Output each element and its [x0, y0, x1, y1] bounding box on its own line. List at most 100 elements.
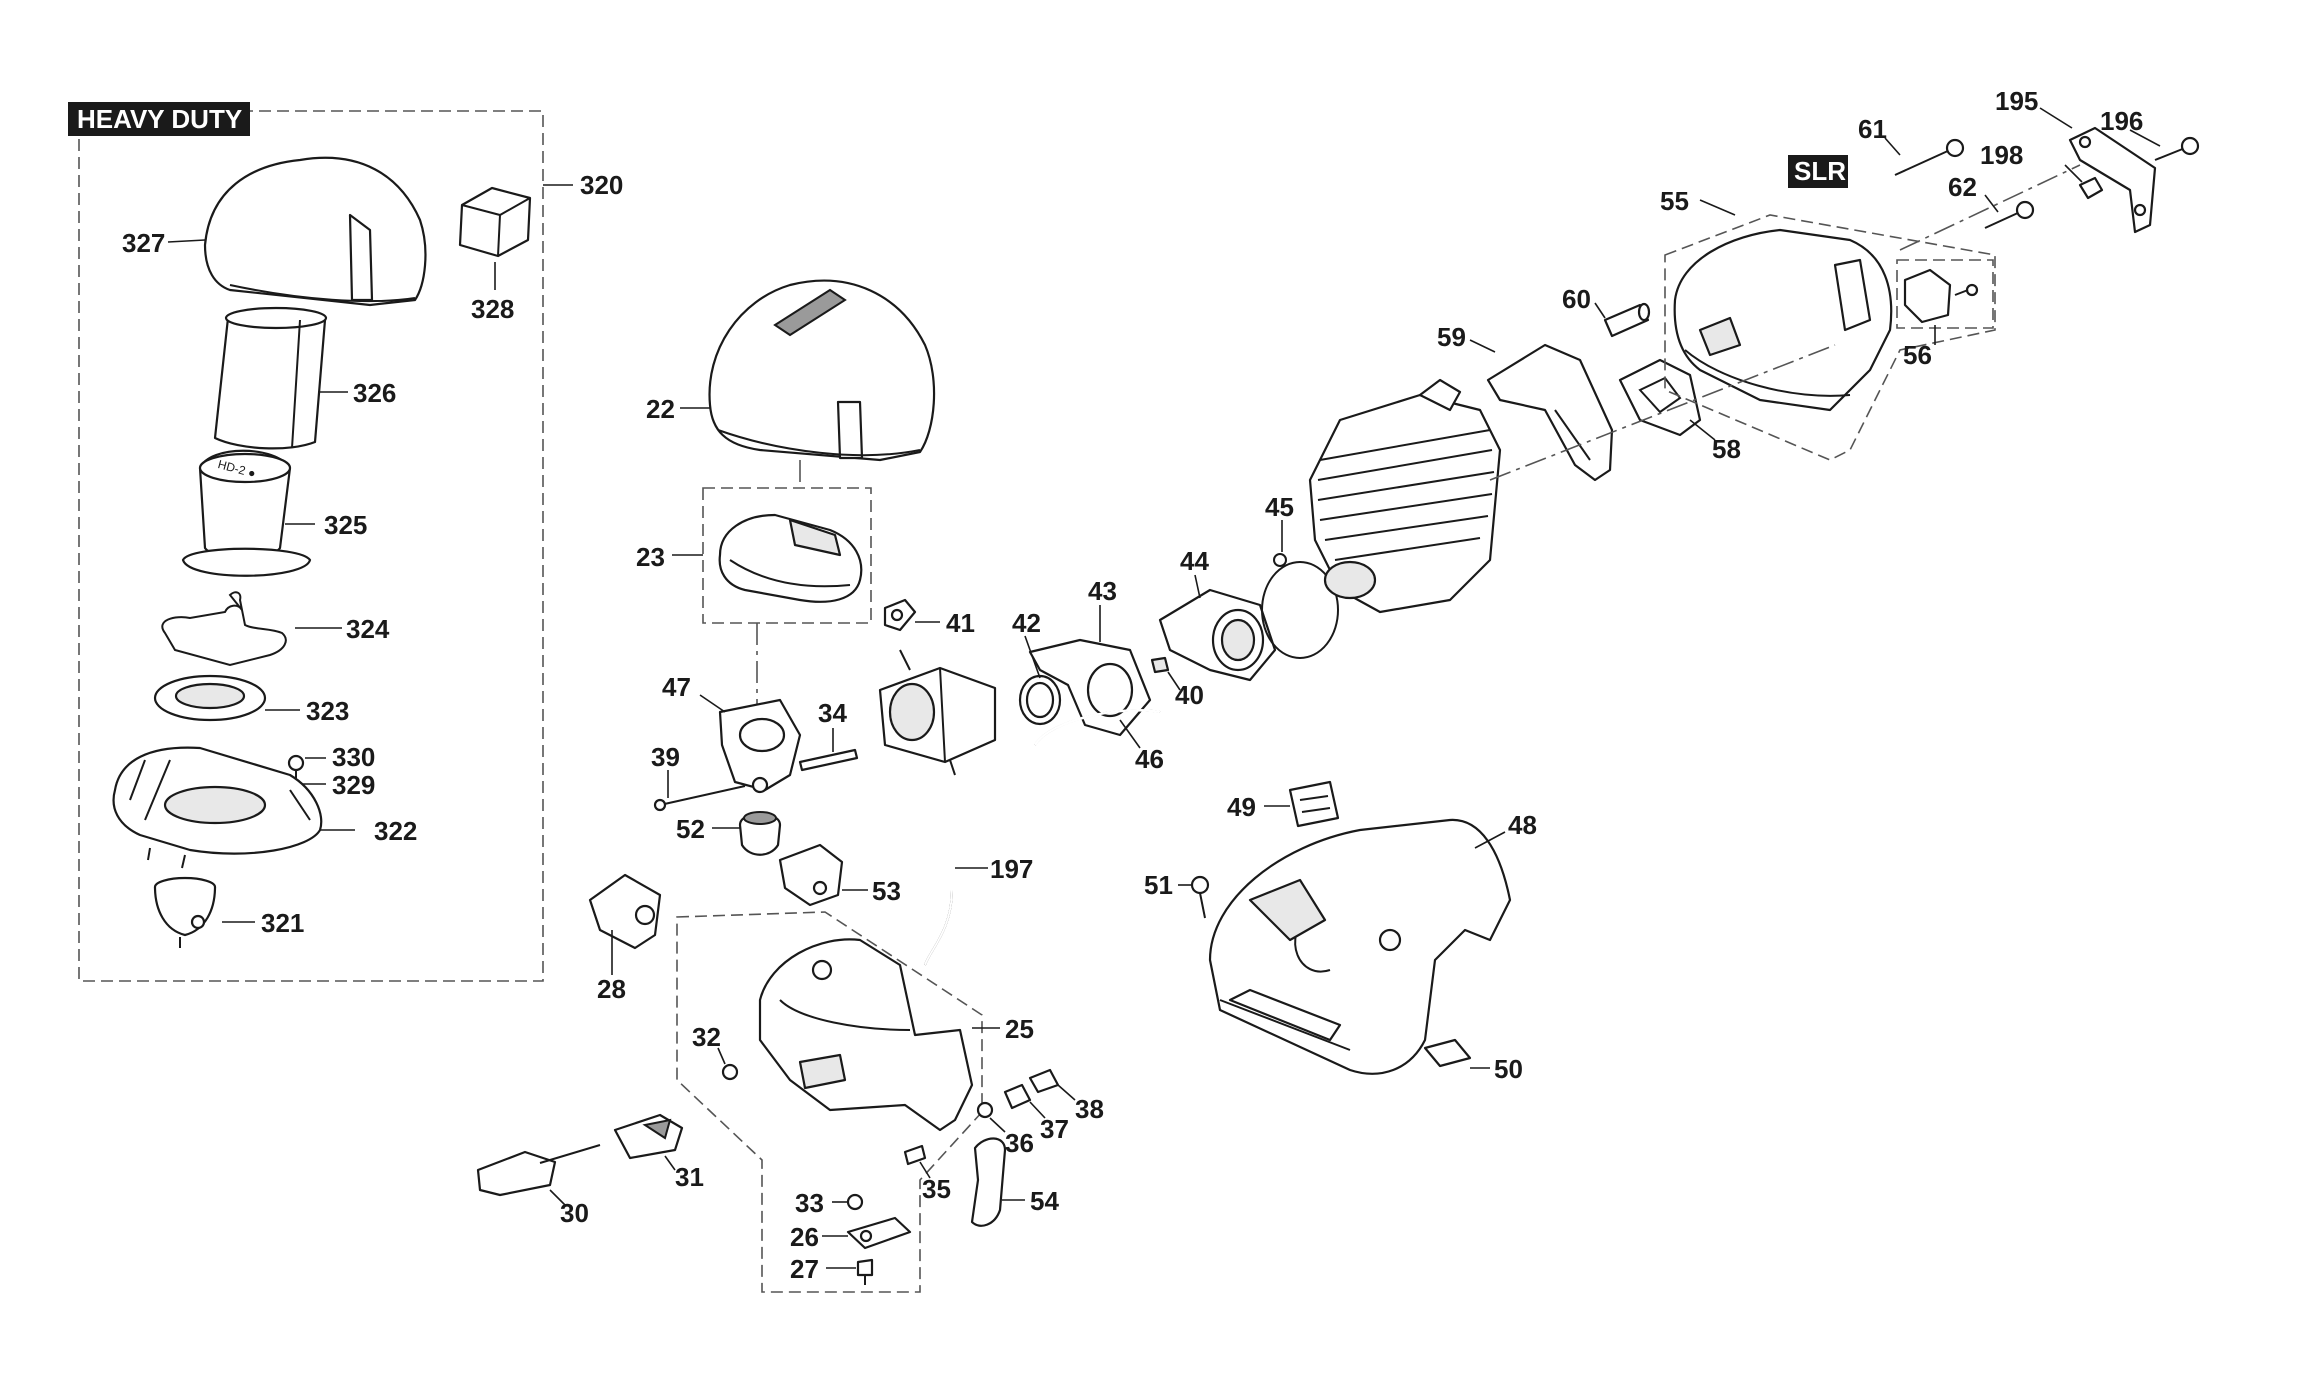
label-60: 60 [1562, 284, 1591, 314]
part-49-gasket[interactable] [1288, 780, 1340, 828]
part-46-impulse-hose[interactable] [1033, 709, 1161, 746]
part-198-nut[interactable] [2078, 176, 2104, 200]
part-36-nut[interactable] [976, 1101, 994, 1119]
part-22-filter-cover[interactable] [708, 279, 936, 462]
part-25-bottom-housing[interactable] [758, 938, 974, 1132]
label-44: 44 [1180, 546, 1209, 576]
label-197: 197 [990, 854, 1033, 884]
label-45: 45 [1265, 492, 1294, 522]
label-330: 330 [332, 742, 375, 772]
label-46: 46 [1135, 744, 1164, 774]
cylinder[interactable] [1308, 378, 1502, 614]
part-47-throttle-housing[interactable] [718, 698, 802, 794]
part-55-muffler[interactable] [1673, 228, 1893, 412]
part-195-bracket[interactable] [2068, 126, 2157, 234]
part-40-nut[interactable] [1150, 656, 1170, 674]
part-53-bracket[interactable] [778, 843, 844, 907]
engine-group: 59 60 58 55 SLR [1308, 86, 2200, 614]
label-36: 36 [1005, 1128, 1034, 1158]
heavy-duty-tag: HEAVY DUTY [77, 104, 242, 134]
part-28-mount[interactable] [588, 873, 662, 950]
part-26-plate[interactable] [846, 1216, 912, 1250]
part-58-gasket[interactable] [1618, 358, 1702, 437]
part-23-filter-housing[interactable] [718, 513, 863, 603]
part-34-pin[interactable] [798, 748, 859, 772]
label-25: 25 [1005, 1014, 1034, 1044]
part-37-clip[interactable] [1003, 1083, 1032, 1110]
label-325: 325 [324, 510, 367, 540]
label-323: 323 [306, 696, 349, 726]
part-52-av-mount[interactable] [738, 811, 782, 856]
label-320: 320 [580, 170, 623, 200]
part-33-grommet[interactable] [846, 1193, 864, 1211]
heavy-duty-kit-frame [78, 110, 544, 982]
label-61: 61 [1858, 114, 1887, 144]
part-30-trigger[interactable] [476, 1144, 601, 1197]
part-324-gasket[interactable] [161, 591, 287, 667]
part-60-sleeve[interactable] [1603, 302, 1651, 338]
part-38-clip[interactable] [1028, 1068, 1060, 1094]
label-43: 43 [1088, 576, 1117, 606]
slr-tag-bg [1788, 155, 1848, 188]
part-326-prefilter-sleeve[interactable] [213, 306, 328, 450]
label-32: 32 [692, 1022, 721, 1052]
label-38: 38 [1075, 1094, 1104, 1124]
label-51: 51 [1144, 870, 1173, 900]
label-30: 30 [560, 1198, 589, 1228]
part-42-ring[interactable] [1018, 674, 1062, 726]
label-49: 49 [1227, 792, 1256, 822]
part-325-filter-element[interactable]: HD-2 ● [181, 449, 312, 577]
part-44-intake-manifold[interactable] [1158, 588, 1277, 682]
label-47: 47 [662, 672, 691, 702]
part-48-shroud[interactable] [1208, 818, 1512, 1075]
part-322-base-plate[interactable] [112, 746, 323, 869]
part-323-filter-base[interactable] [153, 674, 267, 722]
part-51-screw[interactable] [1190, 875, 1210, 919]
label-58: 58 [1712, 434, 1741, 464]
part-56-spark-arrestor[interactable] [1903, 268, 1979, 324]
part-32-grommet[interactable] [721, 1063, 739, 1081]
label-56: 56 [1903, 340, 1932, 370]
label-28: 28 [597, 974, 626, 1004]
label-53: 53 [872, 876, 901, 906]
label-326: 326 [353, 378, 396, 408]
label-195: 195 [1995, 86, 2038, 116]
label-328: 328 [471, 294, 514, 324]
part-39-bolt[interactable] [653, 785, 746, 812]
carburetor-assembly-group: 22 23 41 42 [476, 279, 1339, 1293]
label-26: 26 [790, 1222, 819, 1252]
part-50-rubber[interactable] [1423, 1038, 1472, 1068]
label-42: 42 [1012, 608, 1041, 638]
label-55: 55 [1660, 186, 1689, 216]
part-197-fuel-hose[interactable] [924, 790, 953, 966]
label-59: 59 [1437, 322, 1466, 352]
part-196-screw[interactable] [2154, 136, 2200, 161]
label-37: 37 [1040, 1114, 1069, 1144]
label-322: 322 [374, 816, 417, 846]
carburetor-body[interactable] [878, 649, 997, 776]
label-54: 54 [1030, 1186, 1059, 1216]
heavy-duty-tag-bg [68, 102, 250, 136]
part-327-filter-cover[interactable] [203, 156, 427, 307]
slr-tag: SLR [1794, 156, 1846, 186]
part-59-heat-shield[interactable] [1486, 343, 1614, 482]
part-41-adjust-screw[interactable] [883, 598, 917, 632]
label-41: 41 [946, 608, 975, 638]
label-40: 40 [1175, 680, 1204, 710]
label-327: 327 [122, 228, 165, 258]
label-196: 196 [2100, 106, 2143, 136]
part-31-lever[interactable] [613, 1113, 684, 1160]
part-321-fitting[interactable] [153, 876, 217, 948]
label-31: 31 [675, 1162, 704, 1192]
part-61-bolt[interactable] [1894, 138, 1965, 176]
part-35-screw[interactable] [903, 1144, 927, 1166]
heavy-duty-kit-group: HEAVY DUTY 320 327 328 326 HD [68, 102, 623, 982]
part-27-screw[interactable] [856, 1258, 874, 1285]
part-54-guard[interactable] [970, 1137, 1007, 1227]
label-35: 35 [922, 1174, 951, 1204]
part-328-foam-block[interactable] [458, 186, 532, 258]
part-62-bolt[interactable] [1984, 200, 2035, 229]
label-48: 48 [1508, 810, 1537, 840]
part-45-oring[interactable] [1261, 553, 1339, 659]
